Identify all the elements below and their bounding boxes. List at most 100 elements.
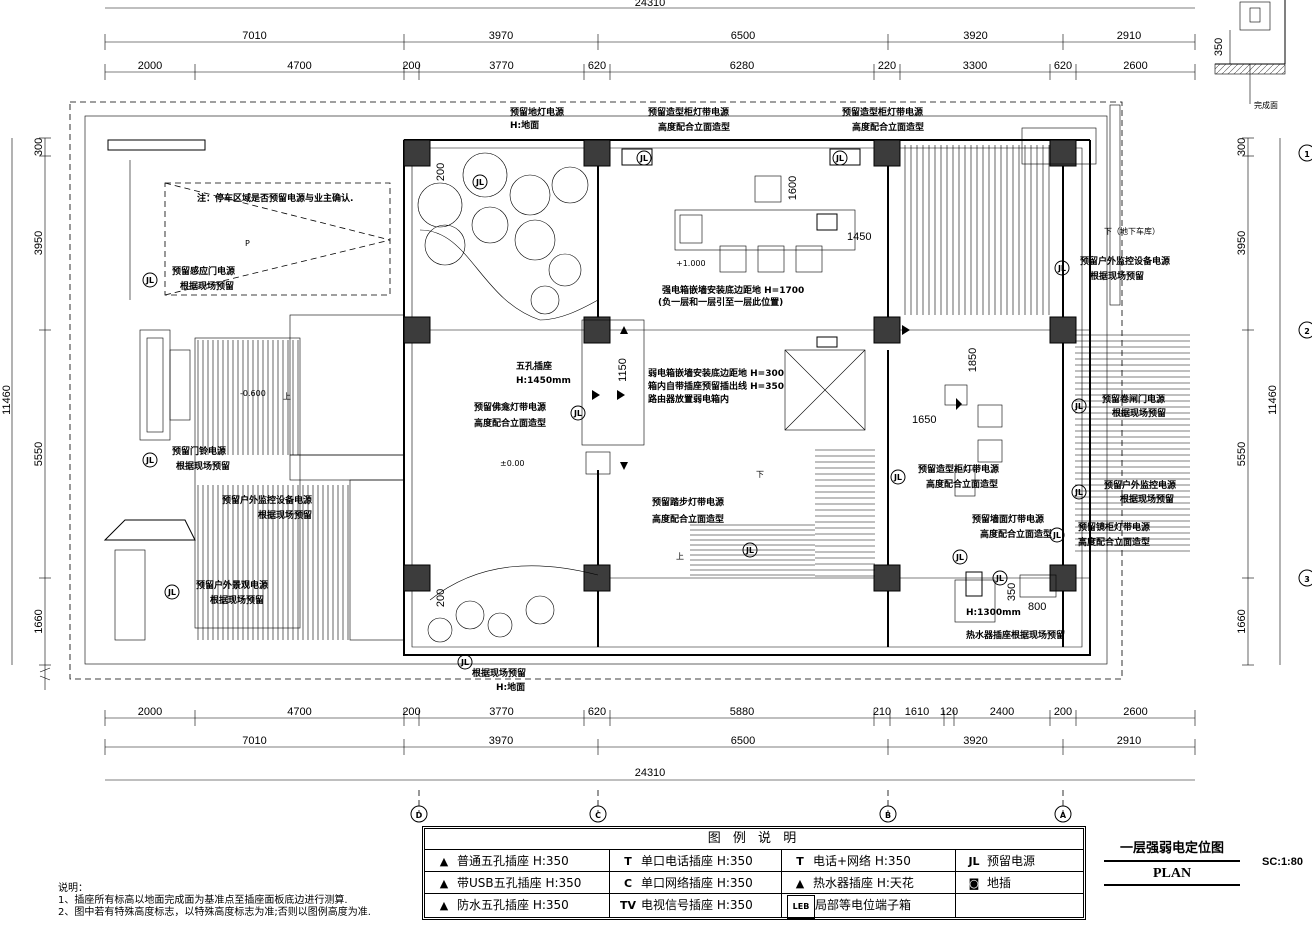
reserve-power-icon xyxy=(890,469,906,485)
ceiling-strip-box xyxy=(829,148,861,166)
reserve-power-icon xyxy=(1054,260,1070,276)
dim-label: 1660 xyxy=(33,609,45,633)
legend-item: ▲防水五孔插座 H:350 xyxy=(431,894,569,916)
interior-furniture xyxy=(581,104,1190,623)
note-stair-light: 预留踏步灯带电源 xyxy=(652,496,724,508)
dim-label: 4700 xyxy=(287,706,311,718)
reserve-power-glyph: JL xyxy=(145,456,154,465)
level-neg0600: -0.600 xyxy=(240,389,266,398)
building-walls xyxy=(403,139,1091,656)
inner-dimensions: 200 1600 1450 1150 1850 1650 200 350 800 xyxy=(435,163,1046,613)
note-buddha-2: 高度配合立面造型 xyxy=(474,417,546,429)
dim-label: 300 xyxy=(1236,138,1248,156)
reserve-power-glyph: JL xyxy=(475,178,484,187)
reserve-power-glyph: JL xyxy=(1074,488,1083,497)
reserve-power-icon xyxy=(457,654,473,670)
dim-label: 2600 xyxy=(1123,706,1147,718)
ceiling-strip-box xyxy=(621,148,653,166)
column xyxy=(583,316,611,344)
note-ground-bottom-2: H:地面 xyxy=(496,681,525,693)
up-arrow-label: 上 xyxy=(283,392,291,401)
down-label: 下 xyxy=(756,470,764,479)
dim-inner: 1600 xyxy=(787,176,799,200)
plan-title: 一层强弱电定位图 xyxy=(1104,837,1240,862)
note-weak-box-3: 路由器放置弱电箱内 xyxy=(648,393,729,405)
notes: 说明： 1、插座所有标高以地面完成面为基准点至插座面板底边进行测算. 2、图中若… xyxy=(58,883,371,919)
axis-label-b: B xyxy=(885,811,891,820)
reserve-power-glyph: JL xyxy=(1074,402,1083,411)
dim-label: 7010 xyxy=(242,735,266,747)
dim-label: 2000 xyxy=(138,706,162,718)
socket-icon xyxy=(620,326,628,334)
note-monitor-l-2: 根据现场预留 xyxy=(258,509,312,521)
reserve-power-glyph: JL xyxy=(460,658,469,667)
level-1000: +1.000 xyxy=(676,259,706,268)
note-cabinet-strip: 预留造型柜灯带电源 xyxy=(918,463,999,475)
tv-icon: TV xyxy=(619,899,637,912)
socket-icon xyxy=(592,390,600,400)
axis-label-a: A xyxy=(1060,811,1067,820)
heater-socket-icon xyxy=(965,571,983,597)
note-monitor-r2-2: 根据现场预留 xyxy=(1120,493,1174,505)
dim-inner: 800 xyxy=(1028,601,1046,613)
reserve-power-glyph: JL xyxy=(1057,264,1066,273)
note-door-bell-2: 根据现场预留 xyxy=(176,460,230,472)
reserve-power-glyph: JL xyxy=(167,588,176,597)
dim-label: 6280 xyxy=(730,60,754,72)
socket-icon xyxy=(956,398,962,410)
dim-label: 5550 xyxy=(33,442,45,466)
column xyxy=(873,139,901,167)
note-rolling-door: 预留卷闸门电源 xyxy=(1102,393,1165,405)
reserve-power-glyph: JL xyxy=(835,154,844,163)
dim-label: 6500 xyxy=(731,735,755,747)
reserve-power-icon xyxy=(1071,484,1087,500)
note-strip-1: 预留造型柜灯带电源 xyxy=(648,106,729,118)
network-icon: C xyxy=(623,877,633,890)
note-down-garage: 下（地下车库） xyxy=(1104,226,1160,236)
dim-label: 620 xyxy=(588,60,606,72)
left-yard: P 上 -0.600 xyxy=(103,139,405,641)
dim-label: 6500 xyxy=(731,30,755,42)
axis-bubble-a xyxy=(1054,805,1072,823)
note-strip-2: 预留造型柜灯带电源 xyxy=(842,106,923,118)
dim-label: 3770 xyxy=(489,60,513,72)
phone-icon: T xyxy=(624,855,632,868)
heater-socket-icon: ▲ xyxy=(795,877,805,890)
dim-label: 300 xyxy=(33,138,45,156)
dim-label: 200 xyxy=(402,706,420,718)
note-strip-2-h: 高度配合立面造型 xyxy=(852,121,924,133)
legend-title: 图 例 说 明 xyxy=(425,829,1083,850)
dim-left-total: 11460 xyxy=(1,385,13,415)
dim-label: 210 xyxy=(873,706,891,718)
axis-bubble-b xyxy=(879,805,897,823)
note-ground-bottom: 根据现场预留 xyxy=(472,667,526,679)
dim-label: 5550 xyxy=(1236,442,1248,466)
axis-bubble-1 xyxy=(1298,144,1312,162)
note-weak-box: 弱电箱嵌墙安装底边距地 H=300 xyxy=(648,367,784,379)
dim-label: 3970 xyxy=(489,735,513,747)
dim-label: 2910 xyxy=(1117,30,1141,42)
socket-icon xyxy=(816,213,838,231)
column xyxy=(583,564,611,592)
axis-label-c: C xyxy=(595,811,601,820)
note-gate-2: 根据现场预留 xyxy=(180,280,234,292)
column xyxy=(403,139,431,167)
dim-label: 7010 xyxy=(242,30,266,42)
dim-top-total: 24310 xyxy=(635,0,666,9)
column xyxy=(583,139,611,167)
note-wall-strip-2: 高度配合立面造型 xyxy=(980,528,1052,540)
axis-bubble-3 xyxy=(1298,569,1312,587)
parking-p-mark: P xyxy=(245,239,250,248)
wall-detail-sketch: 350 xyxy=(1213,0,1286,104)
note-monitor-l: 预留户外监控设备电源 xyxy=(222,494,312,506)
note-rolling-door-2: 根据现场预留 xyxy=(1112,407,1166,419)
dim-label: 120 xyxy=(940,706,958,718)
note-buddha: 预留佛龛灯带电源 xyxy=(474,401,546,413)
axis-label-d: D xyxy=(416,811,423,820)
